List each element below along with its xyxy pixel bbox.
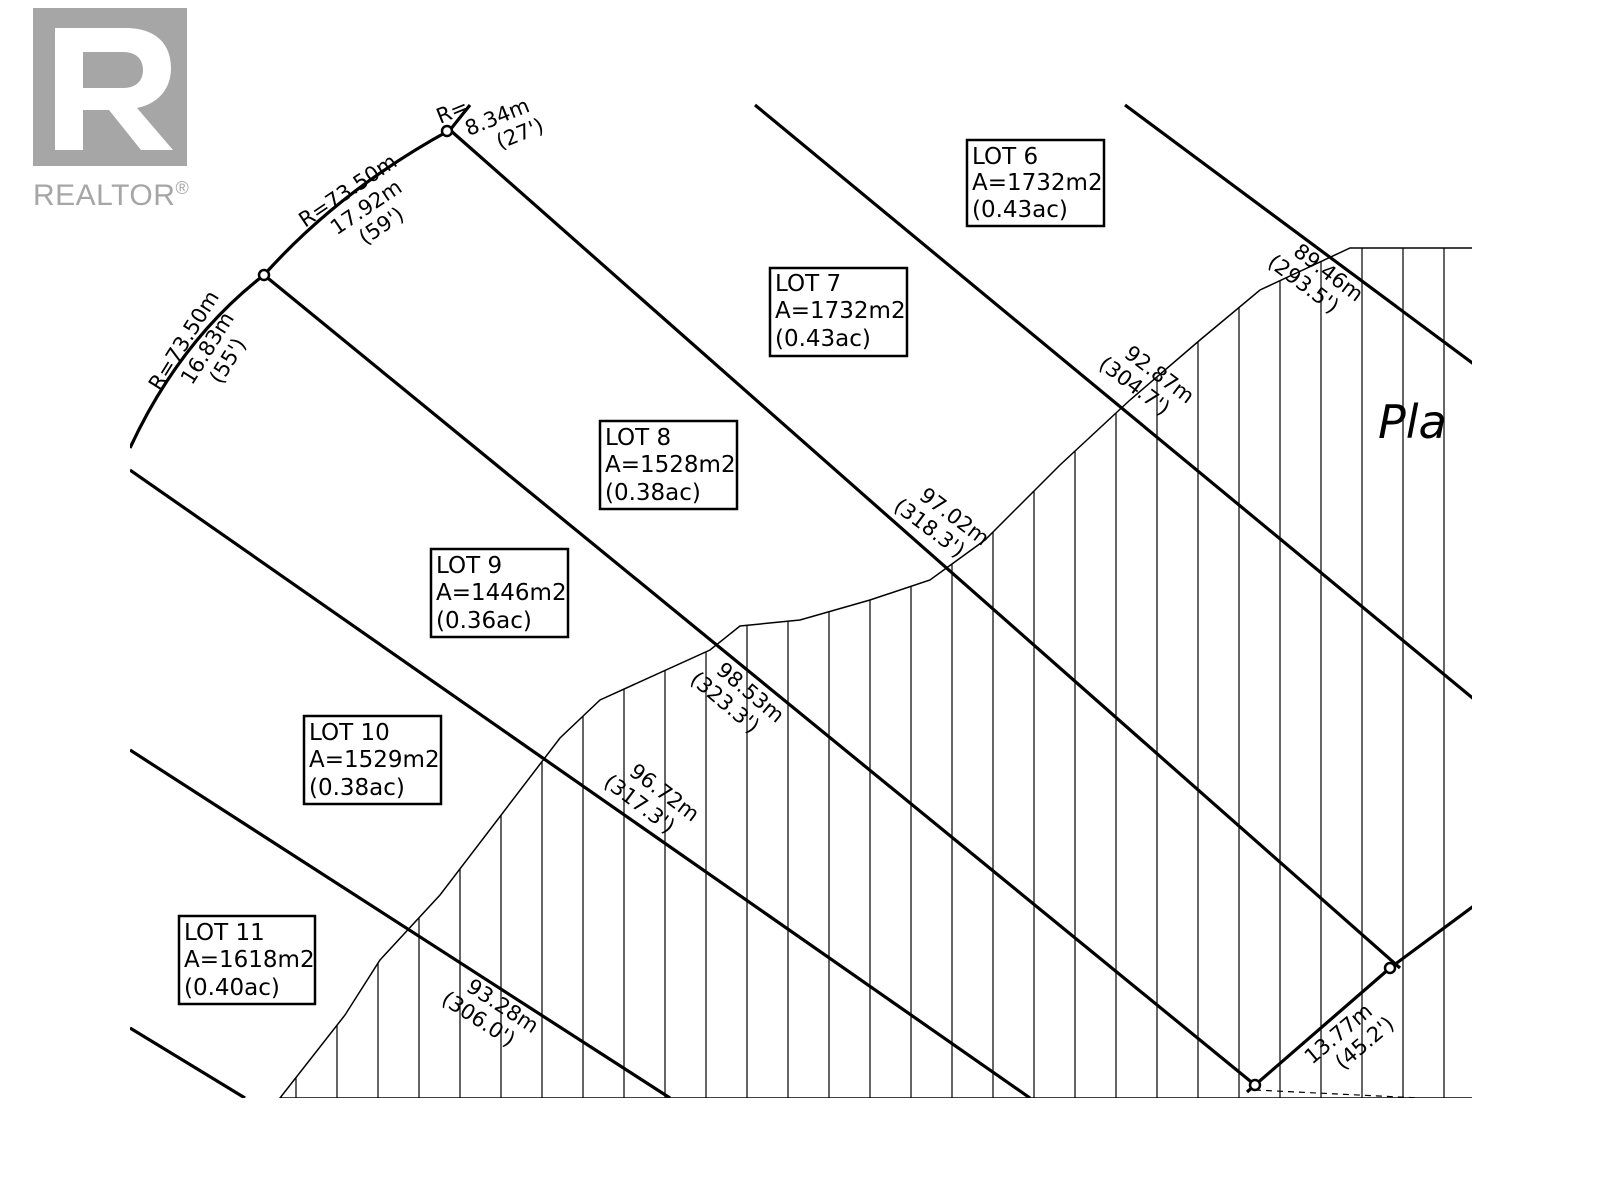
lot-name: LOT 8 xyxy=(605,425,671,451)
rear-boundary-ext xyxy=(1389,905,1472,970)
plan-linework: Pla xyxy=(130,103,1472,1098)
road-frontage-arc xyxy=(130,104,472,449)
lot-label-10: LOT 10 A=1529m2 (0.38ac) xyxy=(302,714,443,806)
lot-area: A=1529m2 xyxy=(309,747,440,773)
lot-area: A=1446m2 xyxy=(436,580,567,606)
realtor-logo: REALTOR® xyxy=(33,8,201,214)
survey-point xyxy=(1383,961,1397,975)
lot-line-7-8 xyxy=(448,128,1402,970)
line-dim-13: 13.77m (45.2') xyxy=(1300,999,1399,1075)
lot-label-11: LOT 11 A=1618m2 (0.40ac) xyxy=(177,914,317,1006)
lot-boundaries xyxy=(130,103,1472,1098)
realtor-r-icon xyxy=(33,8,187,166)
line-dimensions: 89.46m (293.5') 92.87m (304.7') 97.02m (… xyxy=(437,239,1399,1075)
lot-labels: LOT 6 A=1732m2 (0.43ac) LOT 7 A=1732m2 (… xyxy=(177,138,1106,1006)
lot-line-6-7 xyxy=(753,103,1472,700)
lot-line-9-10 xyxy=(130,468,1031,1098)
lot-area: A=1732m2 xyxy=(972,170,1103,196)
line-dim-92: 92.87m (304.7') xyxy=(1094,341,1198,420)
lot-line-6-north xyxy=(1124,103,1472,365)
lot-name: LOT 11 xyxy=(184,920,265,946)
lot-name: LOT 7 xyxy=(775,271,841,297)
curve-dim-3: R= 8.34m (27') xyxy=(433,93,547,154)
hatched-area xyxy=(279,247,1472,1098)
lot-acres: (0.40ac) xyxy=(184,975,280,1001)
line-dim-97: 97.02m (318.3') xyxy=(889,483,993,562)
lot-label-6: LOT 6 A=1732m2 (0.43ac) xyxy=(965,138,1106,228)
curve-dim-2: R=73.50m 17.92m (59') xyxy=(294,149,408,249)
curve-dimensions: R=73.50m 16.83m (55') R=73.50m 17.92m (5… xyxy=(144,93,547,394)
lot-acres: (0.38ac) xyxy=(605,480,701,506)
dashed-line xyxy=(1254,1089,1421,1098)
lot-line-8-9 xyxy=(262,273,1257,1087)
lot-name: LOT 9 xyxy=(436,553,502,579)
line-dim-93: 93.28m (306.0') xyxy=(437,974,542,1051)
lot-label-8: LOT 8 A=1528m2 (0.38ac) xyxy=(598,419,739,511)
lot-acres: (0.38ac) xyxy=(309,775,405,801)
survey-point xyxy=(257,268,271,282)
lot-acres: (0.43ac) xyxy=(972,197,1068,223)
lot-name: LOT 10 xyxy=(309,720,390,746)
survey-points xyxy=(257,124,1397,1092)
realtor-wordmark: REALTOR® xyxy=(33,178,190,212)
lot-acres: (0.36ac) xyxy=(436,608,532,634)
curve-dim-1: R=73.50m 16.83m (55') xyxy=(144,286,251,394)
plan-word: Pla xyxy=(1378,395,1447,449)
lot-label-9: LOT 9 A=1446m2 (0.36ac) xyxy=(429,547,570,639)
lot-line-10-11 xyxy=(130,748,671,1098)
lot-label-7: LOT 7 A=1732m2 (0.43ac) xyxy=(768,266,909,358)
lot-area: A=1732m2 xyxy=(775,298,906,324)
lot-area: A=1618m2 xyxy=(184,947,315,973)
survey-point xyxy=(1248,1078,1262,1092)
line-dim-96: 96.72m (317.3') xyxy=(599,759,703,838)
lot-line-11-south xyxy=(130,1026,246,1098)
survey-point xyxy=(440,124,454,138)
lot-name: LOT 6 xyxy=(972,144,1038,170)
lot-area: A=1528m2 xyxy=(605,452,736,478)
rear-boundary xyxy=(1245,966,1392,1094)
lot-acres: (0.43ac) xyxy=(775,326,871,352)
